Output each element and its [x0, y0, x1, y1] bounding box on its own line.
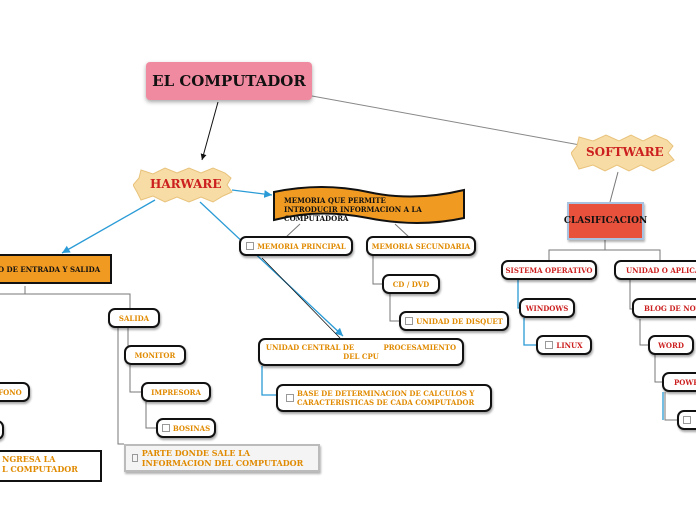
cpu-description-label: BASE DE DETERMINACION DE CALCULOS Y CARA…: [297, 389, 475, 407]
bosinas-node[interactable]: BOSINAS: [156, 418, 216, 438]
bosinas-label: BOSINAS: [172, 423, 211, 433]
software-cut-node[interactable]: [677, 410, 696, 430]
unidad-disquet-label: UNIDAD DE DISQUET: [416, 316, 503, 326]
entrada-description-label-1: NGRESA LA: [2, 454, 56, 464]
cpu-node[interactable]: UNIDAD CENTRAL DE PROCESAMIENTO DEL CPU: [258, 338, 464, 366]
checkbox-icon: [683, 416, 691, 424]
cd-dvd-node[interactable]: CD / DVD: [382, 274, 440, 294]
memoria-secundaria-node[interactable]: MEMORIA SECUNDARIA: [366, 236, 476, 256]
power-node[interactable]: POWE: [662, 372, 696, 392]
salida-description-label: PARTE DONDE SALE LA INFORMACION DEL COMP…: [141, 448, 304, 468]
memoria-principal-label: MEMORIA PRINCIPAL: [257, 241, 346, 251]
hardware-starburst: [133, 167, 233, 203]
cpu-label-2: DEL CPU: [343, 352, 379, 361]
entrada-description-node[interactable]: NGRESA LA L COMPUTADOR: [0, 450, 102, 482]
checkbox-icon: [405, 317, 414, 325]
cpu-description-node[interactable]: BASE DE DETERMINACION DE CALCULOS Y CARA…: [276, 384, 492, 412]
software-starburst: [571, 134, 675, 172]
cpu-label-1: UNIDAD CENTRAL DE PROCESAMIENTO: [265, 343, 457, 352]
salida-node[interactable]: SALIDA: [108, 308, 160, 328]
linux-node[interactable]: LINUX: [536, 335, 592, 355]
clasificacion-node[interactable]: CLASIFICACION: [564, 202, 647, 240]
unidad-aplicacion-node[interactable]: UNIDAD O APLICACI: [614, 260, 696, 280]
software-label[interactable]: SOFTWARE: [586, 145, 664, 159]
blog-notas-node[interactable]: BLOG DE NOT: [632, 298, 696, 318]
title-node[interactable]: EL COMPUTADOR: [146, 62, 312, 100]
sistema-operativo-node[interactable]: SISTEMA OPERATIVO: [501, 260, 597, 280]
checkbox-icon: [161, 424, 170, 432]
memoria-banner-text[interactable]: MEMORIA QUE PERMITE INTRODUCIR INFORMACI…: [284, 196, 422, 223]
checkbox-icon: [545, 341, 554, 349]
checkbox-icon: [246, 242, 255, 250]
memoria-banner-shape: [273, 186, 465, 224]
windows-node[interactable]: WINDOWS: [519, 298, 575, 318]
fono-node[interactable]: FONO: [0, 382, 30, 402]
entrada-salida-node[interactable]: O DE ENTRADA Y SALIDA: [0, 254, 112, 284]
monitor-node[interactable]: MONITOR: [124, 345, 186, 365]
hardware-label[interactable]: HARWARE: [150, 177, 222, 191]
memoria-principal-node[interactable]: MEMORIA PRINCIPAL: [239, 236, 353, 256]
unidad-disquet-node[interactable]: UNIDAD DE DISQUET: [399, 311, 509, 331]
word-node[interactable]: WORD: [648, 335, 694, 355]
salida-description-node[interactable]: PARTE DONDE SALE LA INFORMACION DEL COMP…: [124, 444, 320, 472]
entrada-description-label-2: L COMPUTADOR: [2, 464, 78, 474]
checkbox-icon: [132, 454, 138, 462]
impresora-node[interactable]: IMPRESORA: [141, 382, 211, 402]
linux-label: LINUX: [556, 340, 583, 350]
checkbox-icon: [286, 394, 294, 402]
